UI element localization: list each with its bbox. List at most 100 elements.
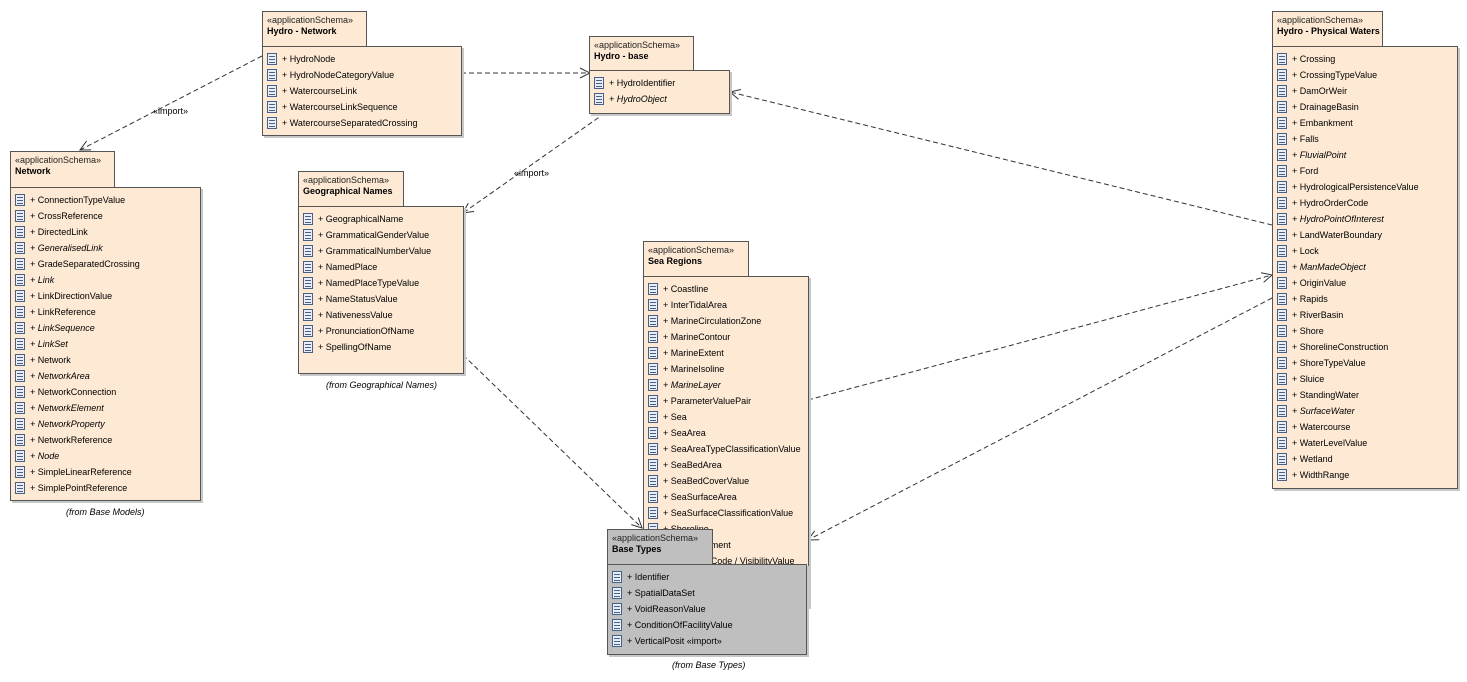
package-item[interactable]: + WatercourseSeparatedCrossing <box>267 115 461 131</box>
package-item[interactable]: + HydroNodeCategoryValue <box>267 67 461 83</box>
package-item[interactable]: + HydroObject <box>594 91 729 107</box>
package-item[interactable]: + SurfaceWater <box>1277 403 1457 419</box>
package-item[interactable]: + DrainageBasin <box>1277 99 1457 115</box>
package-item[interactable]: + OriginValue <box>1277 275 1457 291</box>
package-item[interactable]: + Falls <box>1277 131 1457 147</box>
package-item[interactable]: + DirectedLink <box>15 224 200 240</box>
package-item[interactable]: + HydroOrderCode <box>1277 195 1457 211</box>
package-item-label: + GrammaticalNumberValue <box>318 246 432 256</box>
package-item[interactable]: + DamOrWeir <box>1277 83 1457 99</box>
package-item[interactable]: + ConditionOfFacilityValue <box>612 617 806 633</box>
package-item[interactable]: + WatercourseLinkSequence <box>267 99 461 115</box>
package-item-label: + Shore <box>1292 326 1324 336</box>
edge-hydrobase-to-geonames <box>463 112 606 213</box>
package-item[interactable]: + Embankment <box>1277 115 1457 131</box>
package-item[interactable]: + SpatialDataSet <box>612 585 806 601</box>
package-item[interactable]: + LandWaterBoundary <box>1277 227 1457 243</box>
package-item[interactable]: + Network <box>15 352 200 368</box>
package-item[interactable]: + VerticalPosit «import» <box>612 633 806 649</box>
package-item[interactable]: + SeaBedArea <box>648 457 808 473</box>
package-item[interactable]: + RiverBasin <box>1277 307 1457 323</box>
package-item[interactable]: + Sea <box>648 409 808 425</box>
package-item[interactable]: + SeaSurfaceArea <box>648 489 808 505</box>
package-item[interactable]: + ParameterValuePair <box>648 393 808 409</box>
package-item[interactable]: + NameStatusValue <box>303 291 463 307</box>
package-item[interactable]: + NetworkElement <box>15 400 200 416</box>
package-base-types[interactable]: «applicationSchema» Base Types + Identif… <box>607 529 807 655</box>
package-item[interactable]: + CrossReference <box>15 208 200 224</box>
package-item[interactable]: + LinkSequence <box>15 320 200 336</box>
package-item[interactable]: + Sluice <box>1277 371 1457 387</box>
package-item[interactable]: + NamedPlace <box>303 259 463 275</box>
package-item[interactable]: + MarineContour <box>648 329 808 345</box>
package-item[interactable]: + InterTidalArea <box>648 297 808 313</box>
package-geographical-names[interactable]: «applicationSchema» Geographical Names +… <box>298 171 464 374</box>
package-item[interactable]: + Wetland <box>1277 451 1457 467</box>
package-icon <box>1277 245 1287 257</box>
package-item[interactable]: + SimplePointReference <box>15 480 200 496</box>
package-item[interactable]: + Node <box>15 448 200 464</box>
package-item[interactable]: + LinkSet <box>15 336 200 352</box>
package-item[interactable]: + FluvialPoint <box>1277 147 1457 163</box>
package-item[interactable]: + WaterLevelValue <box>1277 435 1457 451</box>
package-item[interactable]: + NetworkReference <box>15 432 200 448</box>
package-item[interactable]: + MarineCirculationZone <box>648 313 808 329</box>
package-item[interactable]: + StandingWater <box>1277 387 1457 403</box>
package-item[interactable]: + SimpleLinearReference <box>15 464 200 480</box>
package-item[interactable]: + Watercourse <box>1277 419 1457 435</box>
package-icon <box>612 603 622 615</box>
package-item[interactable]: + SeaBedCoverValue <box>648 473 808 489</box>
package-item[interactable]: + ManMadeObject <box>1277 259 1457 275</box>
package-item[interactable]: + PronunciationOfName <box>303 323 463 339</box>
package-item[interactable]: + CrossingTypeValue <box>1277 67 1457 83</box>
package-item[interactable]: + GradeSeparatedCrossing <box>15 256 200 272</box>
package-item[interactable]: + NetworkConnection <box>15 384 200 400</box>
package-item-label: + Sea <box>663 412 687 422</box>
package-item[interactable]: + LinkDirectionValue <box>15 288 200 304</box>
package-item[interactable]: + Rapids <box>1277 291 1457 307</box>
package-item-label: + SeaSurfaceClassificationValue <box>663 508 794 518</box>
package-item[interactable]: + Ford <box>1277 163 1457 179</box>
package-item[interactable]: + MarineIsoline <box>648 361 808 377</box>
package-item[interactable]: + NativenessValue <box>303 307 463 323</box>
package-hydro-network[interactable]: «applicationSchema» Hydro - Network + Hy… <box>262 11 462 136</box>
package-item[interactable]: + WatercourseLink <box>267 83 461 99</box>
package-item[interactable]: + GrammaticalGenderValue <box>303 227 463 243</box>
package-hydro-base[interactable]: «applicationSchema» Hydro - base + Hydro… <box>589 36 730 114</box>
package-item[interactable]: + Lock <box>1277 243 1457 259</box>
package-item[interactable]: + GeographicalName <box>303 211 463 227</box>
package-icon <box>1277 453 1287 465</box>
package-item-label: + SeaSurfaceArea <box>663 492 737 502</box>
package-item[interactable]: + ConnectionTypeValue <box>15 192 200 208</box>
package-hydro-physical-waters[interactable]: «applicationSchema» Hydro - Physical Wat… <box>1272 11 1458 489</box>
package-item[interactable]: + MarineExtent <box>648 345 808 361</box>
package-item[interactable]: + HydroPointOfInterest <box>1277 211 1457 227</box>
package-item[interactable]: + VoidReasonValue <box>612 601 806 617</box>
package-item[interactable]: + SeaArea <box>648 425 808 441</box>
package-item[interactable]: + HydrologicalPersistenceValue <box>1277 179 1457 195</box>
package-item[interactable]: + GrammaticalNumberValue <box>303 243 463 259</box>
package-item[interactable]: + GeneralisedLink <box>15 240 200 256</box>
package-item[interactable]: + SeaSurfaceClassificationValue <box>648 505 808 521</box>
package-item[interactable]: + WidthRange <box>1277 467 1457 483</box>
package-item[interactable]: + Link <box>15 272 200 288</box>
package-item[interactable]: + NetworkProperty <box>15 416 200 432</box>
package-item[interactable]: + SpellingOfName <box>303 339 463 355</box>
package-item-label: + LandWaterBoundary <box>1292 230 1382 240</box>
package-item[interactable]: + LinkReference <box>15 304 200 320</box>
package-item[interactable]: + Crossing <box>1277 51 1457 67</box>
package-item[interactable]: + SeaAreaTypeClassificationValue <box>648 441 808 457</box>
package-item[interactable]: + HydroIdentifier <box>594 75 729 91</box>
package-item-label: + ConnectionTypeValue <box>30 195 126 205</box>
package-item[interactable]: + Coastline <box>648 281 808 297</box>
package-item[interactable]: + HydroNode <box>267 51 461 67</box>
edge-physicalwaters-to-hydrobase <box>730 92 1273 226</box>
package-item[interactable]: + ShoreTypeValue <box>1277 355 1457 371</box>
package-item[interactable]: + Shore <box>1277 323 1457 339</box>
package-item[interactable]: + NetworkArea <box>15 368 200 384</box>
package-item[interactable]: + NamedPlaceTypeValue <box>303 275 463 291</box>
package-item[interactable]: + Identifier <box>612 569 806 585</box>
package-network[interactable]: «applicationSchema» Network + Connection… <box>10 151 201 501</box>
package-item[interactable]: + ShorelineConstruction <box>1277 339 1457 355</box>
package-item[interactable]: + MarineLayer <box>648 377 808 393</box>
